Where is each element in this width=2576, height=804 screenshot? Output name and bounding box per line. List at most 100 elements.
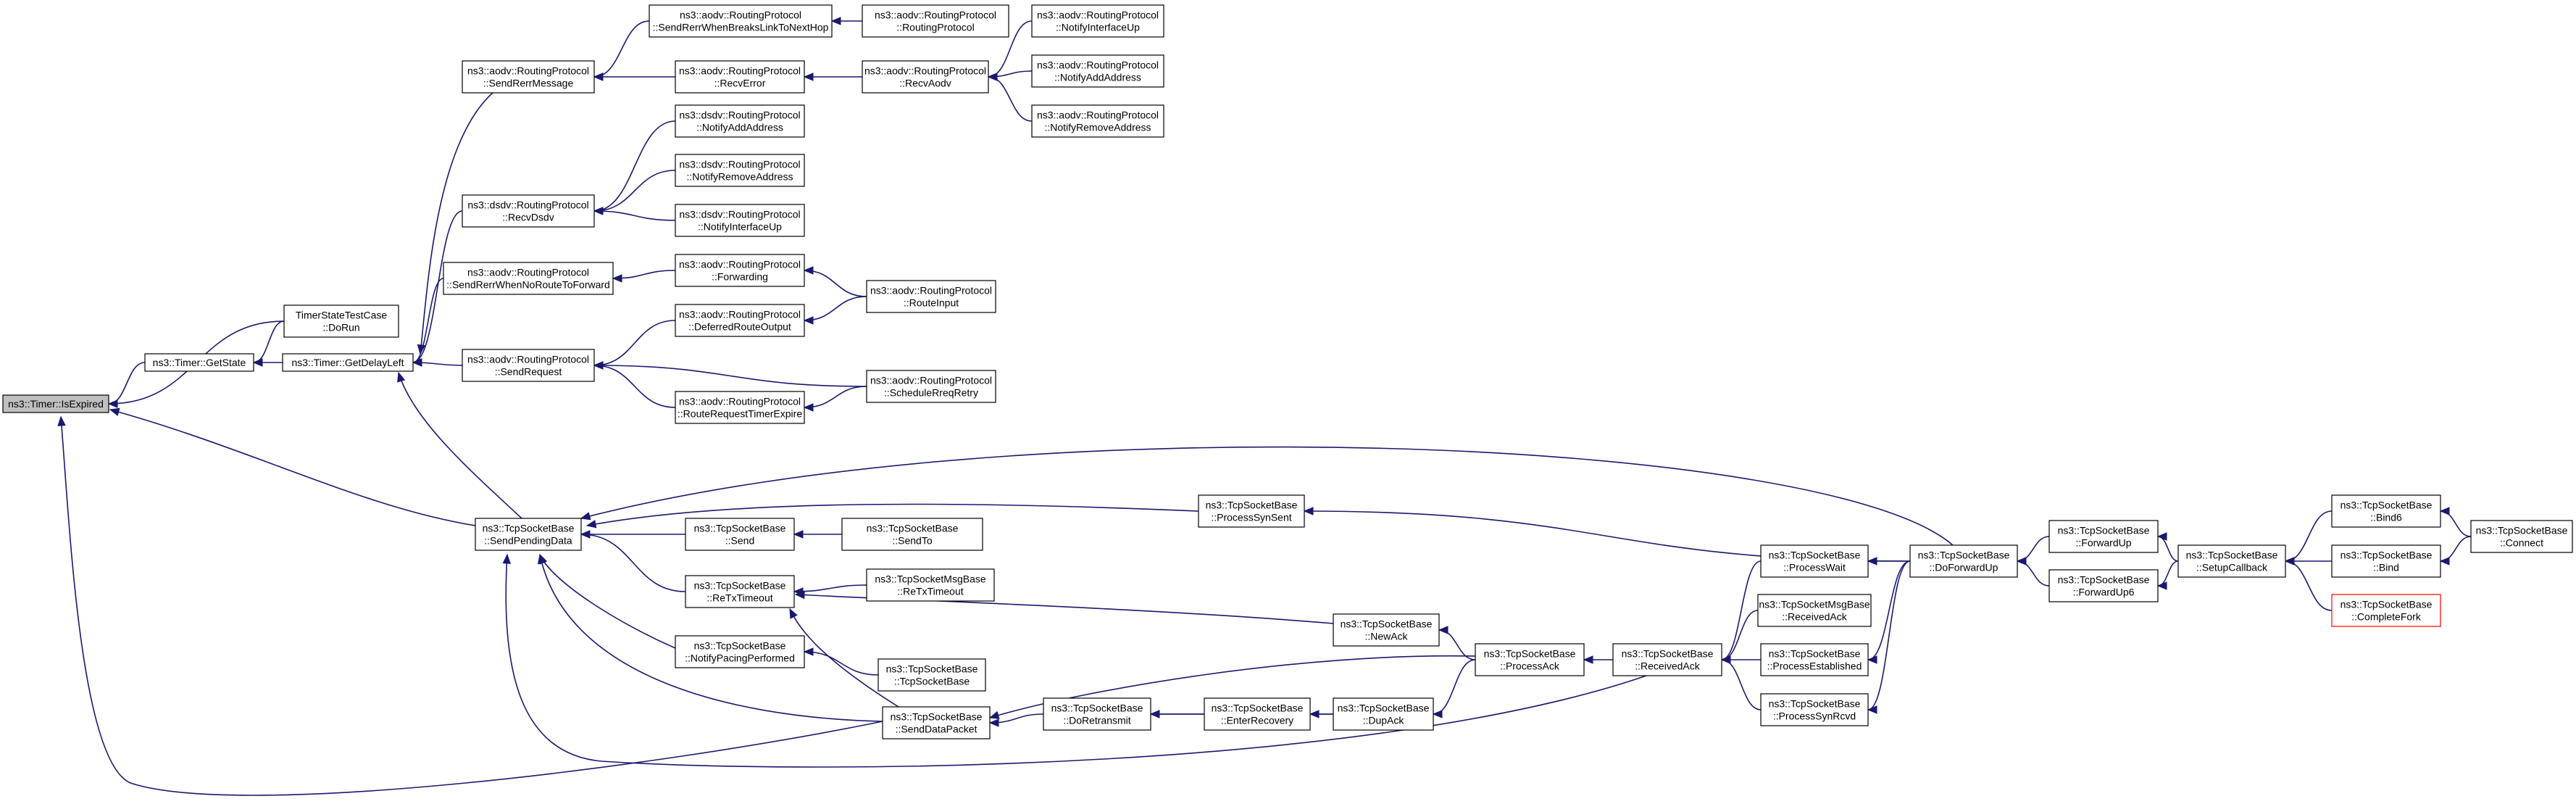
- edge-arrowhead: [2284, 557, 2295, 565]
- node-label: ::NotifyPacingPerformed: [685, 652, 795, 664]
- edge-line: [1721, 560, 1762, 660]
- node-label: ns3::TcpSocketBase: [2341, 500, 2433, 511]
- node-processsynsent[interactable]: ns3::TcpSocketBase::ProcessSynSent: [1198, 494, 1305, 528]
- node-schedulerreq[interactable]: ns3::aodv::RoutingProtocol::ScheduleRreq…: [866, 370, 996, 403]
- node-msgretx[interactable]: ns3::TcpSocketMsgBase::ReTxTimeout: [866, 568, 995, 602]
- node-getstate[interactable]: ns3::Timer::GetState: [144, 353, 254, 372]
- node-label: ns3::TcpSocketBase: [2476, 525, 2568, 536]
- node-box: [282, 353, 414, 372]
- edge-arrowhead: [1867, 705, 1877, 714]
- node-retxtimeout[interactable]: ns3::TcpSocketBase::ReTxTimeout: [685, 575, 795, 608]
- node-aodv_addaddr[interactable]: ns3::aodv::RoutingProtocol::NotifyAddAdd…: [1031, 54, 1164, 88]
- node-label: ::SendTo: [892, 535, 932, 547]
- node-label: ns3::TcpSocketBase: [2341, 550, 2433, 561]
- node-dsdv_rmaddr[interactable]: ns3::dsdv::RoutingProtocol::NotifyRemove…: [675, 154, 805, 187]
- node-rp1[interactable]: ns3::aodv::RoutingProtocol::RoutingProto…: [862, 4, 1009, 38]
- call-edge: [789, 608, 899, 708]
- node-doforwardup[interactable]: ns3::TcpSocketBase::DoForwardUp: [1909, 544, 2018, 578]
- node-recvaodv[interactable]: ns3::aodv::RoutingProtocol::RecvAodv: [862, 60, 989, 94]
- call-edge: [2016, 557, 2050, 587]
- node-pacing[interactable]: ns3::TcpSocketBase::NotifyPacingPerforme…: [675, 635, 805, 668]
- node-senddatapacket[interactable]: ns3::TcpSocketBase::SendDataPacket: [882, 706, 991, 739]
- node-doretransmit[interactable]: ns3::TcpSocketBase::DoRetransmit: [1043, 697, 1151, 731]
- node-box: [1043, 697, 1151, 731]
- node-sendrequest[interactable]: ns3::aodv::RoutingProtocol::SendRequest: [462, 349, 595, 382]
- node-enterrecovery[interactable]: ns3::TcpSocketBase::EnterRecovery: [1204, 697, 1311, 731]
- node-label: ::ProcessSynRcvd: [1773, 710, 1856, 722]
- node-box: [1031, 4, 1164, 38]
- call-edge: [2284, 557, 2333, 611]
- call-edge: [793, 530, 842, 539]
- node-label: ::NotifyRemoveAddress: [1044, 122, 1151, 133]
- node-dsdv_addaddr[interactable]: ns3::dsdv::RoutingProtocol::NotifyAddAdd…: [675, 104, 805, 138]
- edge-line: [593, 170, 676, 212]
- call-edge: [988, 655, 1476, 719]
- node-box: [2331, 494, 2441, 528]
- node-box: [2331, 594, 2441, 627]
- node-routeinput[interactable]: ns3::aodv::RoutingProtocol::RouteInput: [866, 280, 996, 313]
- node-box: [1204, 697, 1311, 731]
- call-edge: [2439, 536, 2472, 565]
- edge-arrowhead: [794, 590, 805, 600]
- node-newack[interactable]: ns3::TcpSocketBase::NewAck: [1333, 613, 1440, 647]
- node-box: [675, 60, 805, 94]
- edge-line: [420, 92, 493, 355]
- node-sendrerrmessage[interactable]: ns3::aodv::RoutingProtocol::SendRerrMess…: [462, 60, 595, 94]
- node-dsdv_ifup[interactable]: ns3::dsdv::RoutingProtocol::NotifyInterf…: [675, 204, 805, 237]
- node-aodv_rmaddr[interactable]: ns3::aodv::RoutingProtocol::NotifyRemove…: [1031, 104, 1164, 138]
- node-forwardup6[interactable]: ns3::TcpSocketBase::ForwardUp6: [2048, 569, 2159, 602]
- node-label: ::Connect: [2500, 537, 2543, 549]
- node-msgreceivedack[interactable]: ns3::TcpSocketMsgBase::ReceivedAck: [1757, 594, 1872, 627]
- node-processwait[interactable]: ns3::TcpSocketBase::ProcessWait: [1760, 544, 1869, 578]
- node-tcpsocketbase[interactable]: ns3::TcpSocketBase::TcpSocketBase: [878, 658, 986, 692]
- edge-arrowhead: [593, 72, 604, 81]
- node-label: ns3::TcpSocketBase: [867, 523, 959, 534]
- node-bind[interactable]: ns3::TcpSocketBase::Bind: [2331, 544, 2441, 578]
- node-layer: ns3::Timer::IsExpired ns3::Timer::GetStat…: [2, 4, 2573, 739]
- node-connect[interactable]: ns3::TcpSocketBase::Connect: [2470, 520, 2573, 553]
- node-label: ::ProcessAck: [1500, 660, 1560, 672]
- node-label: ns3::TcpSocketBase: [1212, 703, 1304, 714]
- node-sendrerrnoroute[interactable]: ns3::aodv::RoutingProtocol::SendRerrWhen…: [443, 262, 614, 295]
- edge-arrowhead: [580, 530, 591, 539]
- node-dorun[interactable]: TimerStateTestCase::DoRun: [283, 304, 399, 338]
- node-bind6[interactable]: ns3::TcpSocketBase::Bind6: [2331, 494, 2441, 528]
- node-forwarding[interactable]: ns3::aodv::RoutingProtocol::Forwarding: [675, 254, 805, 287]
- call-edge: [1432, 659, 1476, 718]
- call-edge: [2284, 510, 2333, 565]
- call-edge: [593, 207, 676, 221]
- node-aodv_ifup[interactable]: ns3::aodv::RoutingProtocol::NotifyInterf…: [1031, 4, 1164, 38]
- node-recverror[interactable]: ns3::aodv::RoutingProtocol::RecvError: [675, 60, 805, 94]
- node-recvdsdv[interactable]: ns3::dsdv::RoutingProtocol::RecvDsdv: [462, 194, 595, 228]
- node-completefork[interactable]: ns3::TcpSocketBase::CompleteFork: [2331, 594, 2441, 627]
- node-box: [1198, 494, 1305, 528]
- call-edge: [412, 278, 444, 367]
- node-label: ::RecvAodv: [899, 78, 951, 89]
- node-dupack[interactable]: ns3::TcpSocketBase::DupAck: [1333, 697, 1434, 731]
- node-setupcallback[interactable]: ns3::TcpSocketBase::SetupCallback: [2177, 544, 2286, 578]
- call-edge: [2156, 532, 2179, 562]
- node-sendpending[interactable]: ns3::TcpSocketBase::SendPendingData: [475, 518, 582, 551]
- edge-line: [2157, 560, 2179, 587]
- node-sendrerrwhenbreaks[interactable]: ns3::aodv::RoutingProtocol::SendRerrWhen…: [649, 4, 833, 38]
- edge-arrowhead: [107, 399, 118, 408]
- node-label: ns3::aodv::RoutingProtocol: [1037, 9, 1159, 21]
- node-label: ::SendRerrMessage: [483, 78, 574, 89]
- node-processack[interactable]: ns3::TcpSocketBase::ProcessAck: [1475, 643, 1585, 676]
- node-send[interactable]: ns3::TcpSocketBase::Send: [685, 518, 795, 551]
- node-sendto[interactable]: ns3::TcpSocketBase::SendTo: [841, 518, 983, 551]
- node-forwardup[interactable]: ns3::TcpSocketBase::ForwardUp: [2048, 520, 2159, 553]
- node-deferred[interactable]: ns3::aodv::RoutingProtocol::DeferredRout…: [675, 304, 805, 337]
- node-isexpired[interactable]: ns3::Timer::IsExpired: [2, 394, 109, 413]
- call-edge: [537, 553, 883, 722]
- node-processsynrcvd[interactable]: ns3::TcpSocketBase::ProcessSynRcvd: [1760, 693, 1869, 726]
- node-label: ::ProcessWait: [1783, 562, 1846, 573]
- node-label: ns3::TcpSocketBase: [694, 640, 786, 652]
- node-routereqexpire[interactable]: ns3::aodv::RoutingProtocol::RouteRequest…: [675, 391, 805, 424]
- node-label: ::SendRequest: [495, 366, 562, 378]
- node-label: ns3::TcpSocketBase: [1206, 500, 1298, 511]
- node-receivedack[interactable]: ns3::TcpSocketBase::ReceivedAck: [1612, 643, 1722, 676]
- node-processestablished[interactable]: ns3::TcpSocketBase::ProcessEstablished: [1760, 643, 1869, 676]
- edge-arrowhead: [2156, 581, 2167, 590]
- node-getdelayleft[interactable]: ns3::Timer::GetDelayLeft: [282, 353, 414, 372]
